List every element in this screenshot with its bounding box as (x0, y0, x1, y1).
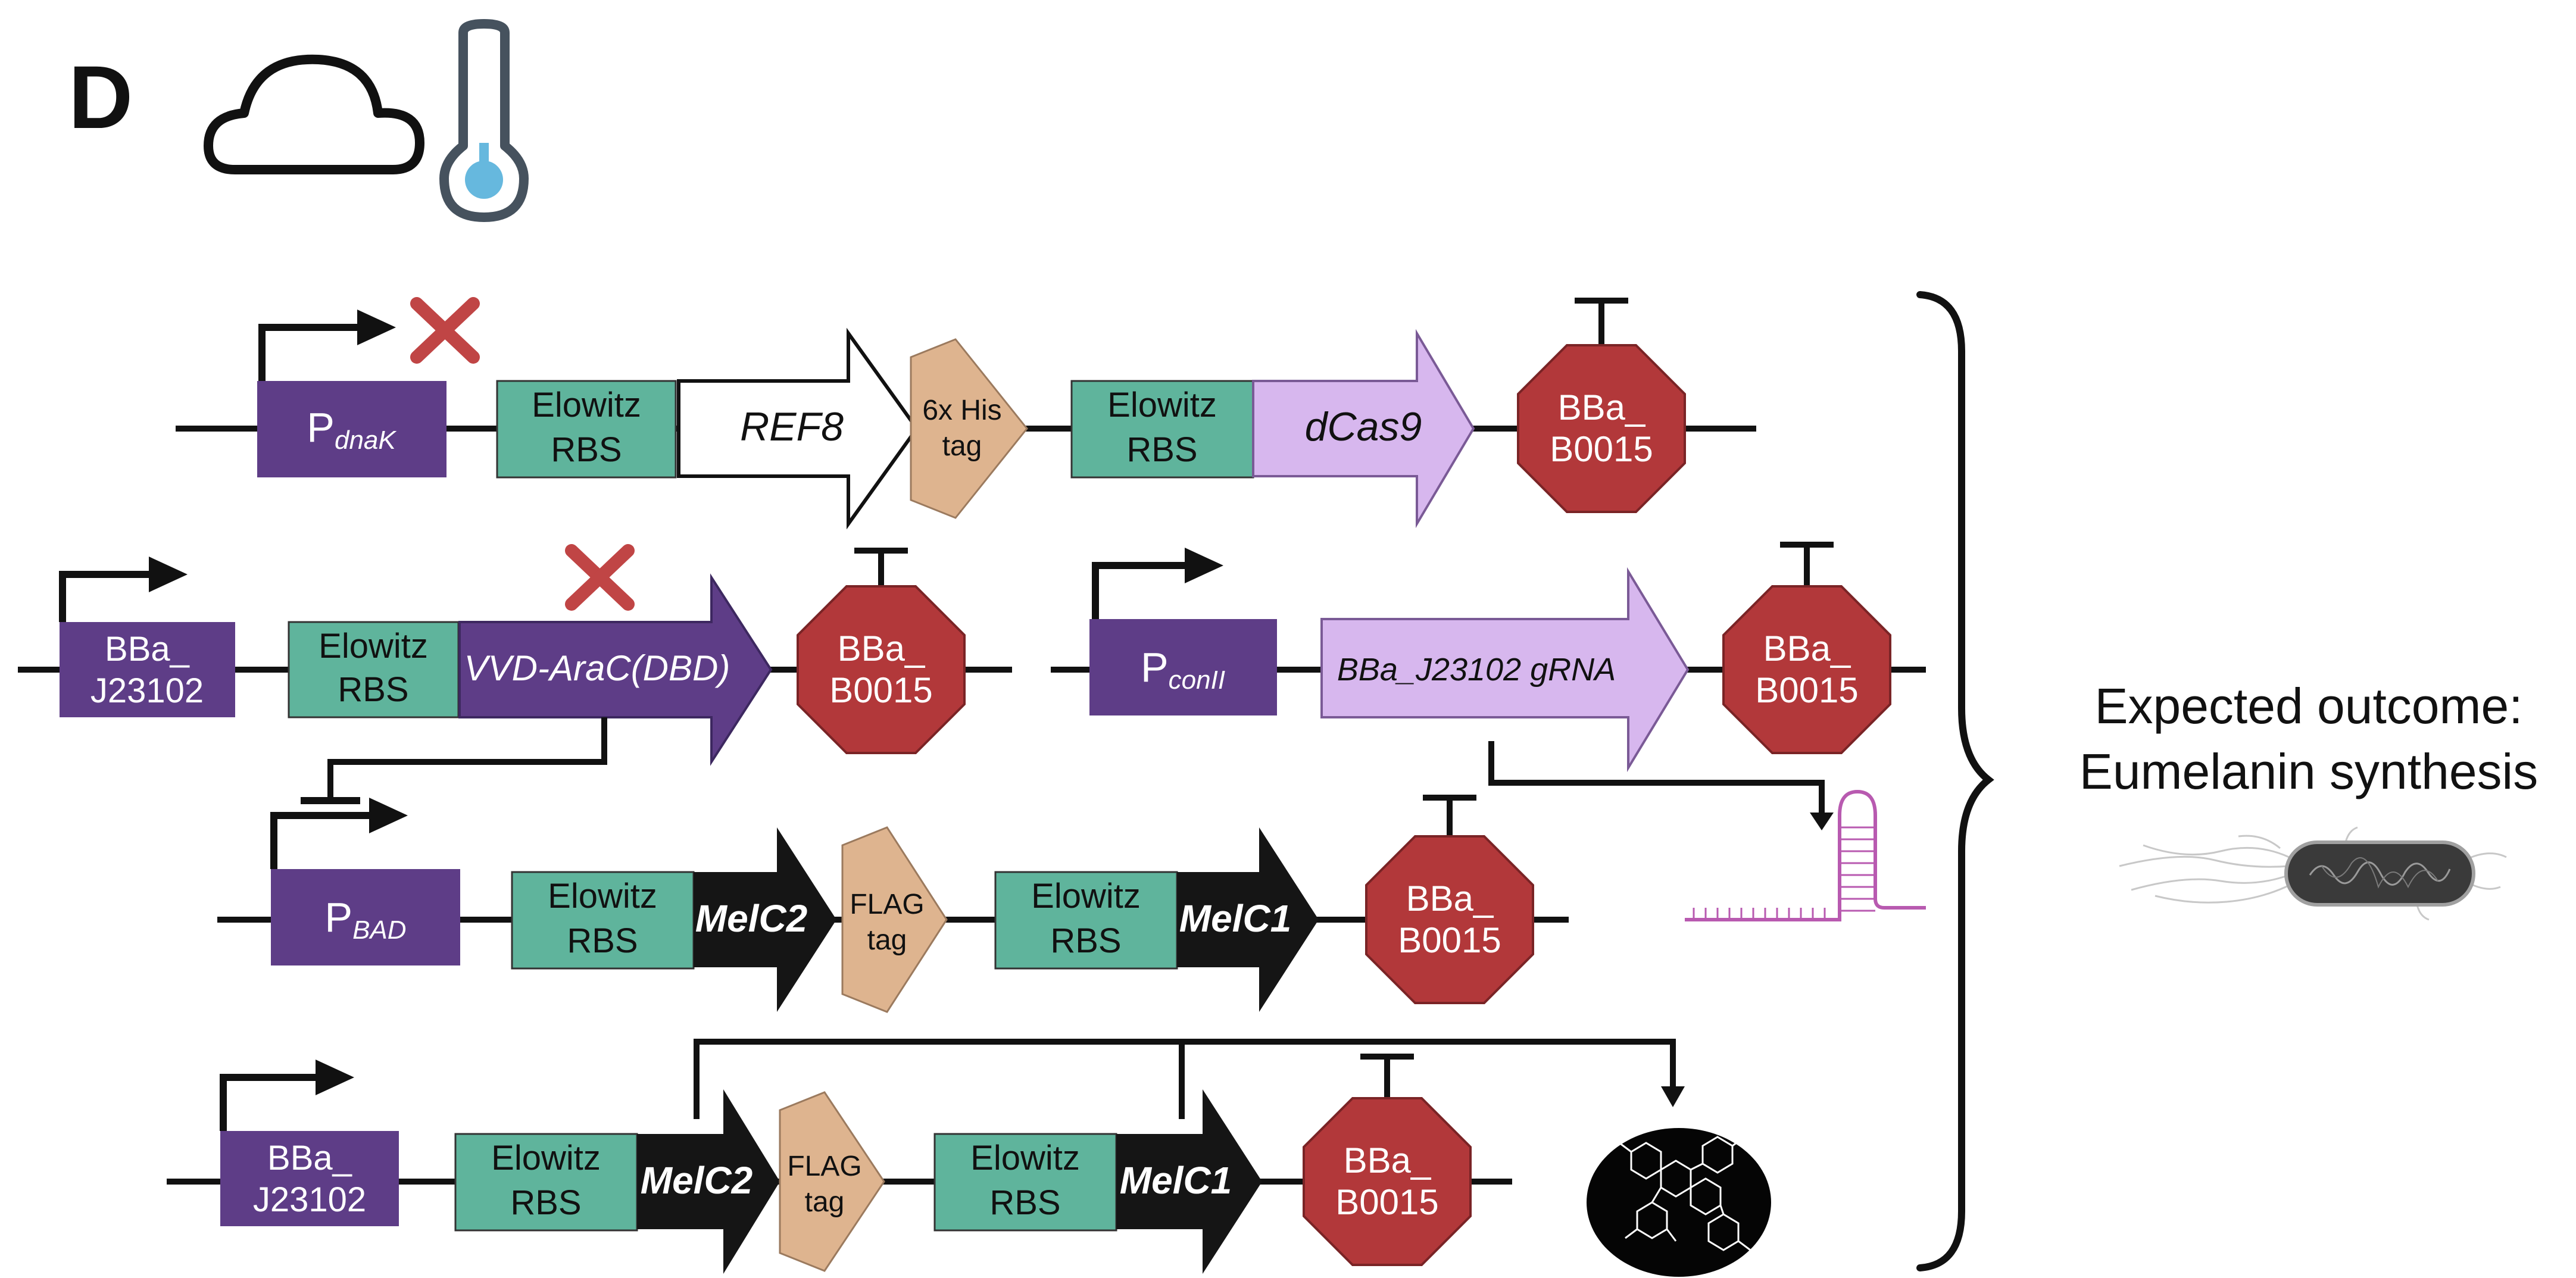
row2-rbs (288, 621, 460, 718)
row1-terminator-line1: BBa_ (1558, 388, 1646, 427)
row1-cds-dcas9-label: dCas9 (1305, 404, 1422, 449)
row3-rbs2-line1: Elowitz (1031, 877, 1141, 915)
row1-promoter (257, 381, 446, 477)
row4-rbs2-line1: Elowitz (970, 1139, 1080, 1177)
row2b-promoter-label: PconII (1141, 644, 1225, 695)
row1-tag (910, 338, 1028, 519)
row1-promoter-arrow (258, 310, 396, 381)
row4-promoter-line2: J23102 (253, 1180, 366, 1219)
row2-rbs-line1: Elowitz (319, 627, 428, 665)
row1-cds-ref8 (677, 327, 919, 530)
repression-line (327, 717, 607, 801)
row4-cds-melc2-label: MelC2 (641, 1159, 753, 1202)
row3-promoter-arrow (270, 798, 408, 869)
row2-promoter-line1: BBa_ (105, 630, 190, 668)
row2b-terminator-line1: BBa_ (1763, 629, 1851, 668)
row3-rbs1-line1: Elowitz (548, 877, 657, 915)
enzyme-product-arrow (694, 1039, 1685, 1119)
row1-terminator-line2: B0015 (1550, 429, 1653, 469)
row2-promoter (60, 622, 235, 717)
row4-tag-line2: tag (805, 1186, 845, 1218)
row3-cds-melc2 (694, 827, 836, 1012)
row4-promoter (220, 1131, 399, 1226)
grna-hairpin-icon (1685, 789, 1926, 921)
row3-rbs1-line2: RBS (567, 921, 638, 960)
row2-terminator-line2: B0015 (829, 670, 933, 710)
grna-output-arrow (1488, 741, 1834, 830)
row1-rbs2 (1070, 380, 1254, 479)
row3-tag-line1: FLAG (850, 889, 924, 920)
outcome-line1: Expected outcome: (2094, 678, 2522, 734)
row1-rbs2-line1: Elowitz (1107, 386, 1217, 424)
eumelanin-molecule-icon (1587, 1128, 1771, 1277)
row2b-promoter (1089, 619, 1277, 715)
row3-tag-line2: tag (867, 924, 907, 956)
row4-cds-melc2 (637, 1089, 780, 1274)
row4-cds-melc1 (1116, 1089, 1262, 1274)
row1-rbs1-line2: RBS (551, 430, 622, 469)
row2-cds-vvd-arac (458, 573, 773, 766)
row2b-grna (1320, 567, 1690, 773)
row3-rbs2-line2: RBS (1050, 921, 1121, 960)
row3-tag (841, 826, 948, 1013)
row3-promoter-label: PBAD (324, 894, 406, 945)
row4-rbs1-line2: RBS (510, 1183, 581, 1222)
row1-rbs1-line1: Elowitz (532, 386, 641, 424)
row2b-grna-label: BBa_J23102 gRNA (1337, 652, 1616, 688)
row1-rbs1 (496, 380, 677, 479)
row3-promoter (271, 869, 460, 965)
row2b-terminator (1722, 542, 1891, 754)
row4-promoter-arrow (220, 1060, 354, 1131)
cloud-icon (204, 54, 424, 174)
row4-terminator-line2: B0015 (1335, 1182, 1439, 1222)
row1-promoter-label: PdnaK (307, 404, 396, 455)
row4-rbs1 (454, 1133, 638, 1232)
row2-cds-cross (565, 544, 635, 611)
row4-cds-melc1-label: MelC1 (1120, 1159, 1232, 1202)
row3-terminator (1365, 795, 1534, 1004)
row3-rbs1 (511, 871, 695, 970)
row3-terminator-line1: BBa_ (1406, 879, 1494, 918)
row1-promoter-cross (410, 297, 480, 364)
row4-rbs1-line1: Elowitz (491, 1139, 601, 1177)
row1-rbs2-line2: RBS (1126, 430, 1197, 469)
panel-letter: D (68, 47, 133, 147)
row2-rbs-line2: RBS (338, 670, 408, 709)
row2b-promoter-arrow (1092, 548, 1223, 619)
thermometer-icon (439, 19, 529, 222)
outcome-line2: Eumelanin synthesis (2079, 743, 2538, 799)
row2-terminator-line1: BBa_ (838, 629, 926, 668)
row4-terminator (1303, 1054, 1472, 1266)
row4-tag-line1: FLAG (787, 1151, 861, 1182)
row3-rbs2 (994, 871, 1178, 970)
row1-terminator (1517, 298, 1686, 513)
row4-terminator-line1: BBa_ (1344, 1140, 1432, 1180)
row2-cds-vvd-arac-label: VVD-AraC(DBD) (464, 648, 730, 688)
row1-tag-line2: tag (942, 430, 982, 462)
row4-promoter-line1: BBa_ (267, 1139, 352, 1177)
row3-cds-melc1-label: MelC1 (1179, 897, 1292, 940)
row1-cds-dcas9 (1252, 329, 1475, 529)
bacterium-icon (2119, 826, 2507, 921)
row2b-terminator-line2: B0015 (1755, 670, 1859, 710)
row3-cds-melc1 (1177, 827, 1319, 1012)
row2-promoter-line2: J23102 (90, 671, 204, 710)
row4-tag (779, 1091, 885, 1272)
row2-terminator (797, 548, 966, 754)
outcome-brace (1916, 291, 1994, 1271)
row3-cds-melc2-label: MelC2 (695, 897, 808, 940)
row1-cds-ref8-label: REF8 (740, 404, 844, 449)
row3-terminator-line2: B0015 (1398, 920, 1501, 960)
row4-rbs2-line2: RBS (989, 1183, 1060, 1222)
row1-tag-line1: 6x His (922, 395, 1001, 426)
row2-promoter-arrow (59, 557, 188, 622)
